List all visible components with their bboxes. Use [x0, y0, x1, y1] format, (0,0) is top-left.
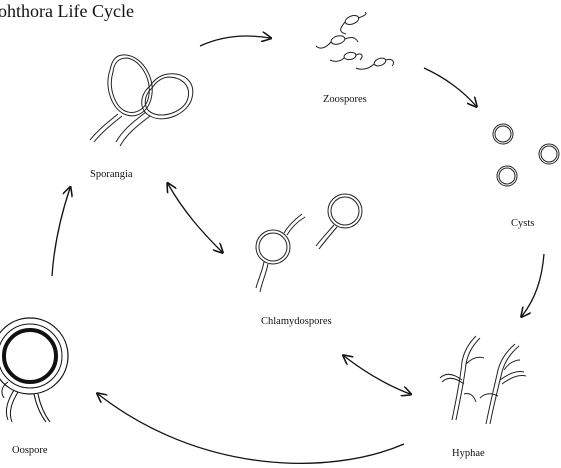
- stage-label-hyphae: Hyphae: [452, 449, 485, 460]
- zoospores-illustration: [316, 12, 394, 69]
- arrow-zoospores-to-cysts: [424, 68, 476, 106]
- cysts-illustration: [493, 124, 559, 186]
- stage-label-zoospores: Zoospores: [323, 95, 367, 106]
- chlamydospores-illustration: [256, 194, 362, 292]
- arrow-chlamydospores-hyphae: [344, 356, 410, 394]
- hyphae-illustration: [440, 336, 526, 424]
- cycle-arrows: [52, 36, 544, 463]
- arrow-hyphae-to-oospore: [98, 394, 404, 463]
- oospore-illustration: [0, 318, 68, 422]
- arrow-oospore-to-sporangia: [52, 188, 70, 276]
- stage-label-oospore: Oospore: [12, 446, 48, 457]
- arrow-sporangia-chlamydospores: [168, 184, 222, 252]
- sporangia-illustration: [90, 55, 193, 146]
- arrow-cysts-to-hyphae: [522, 254, 544, 316]
- stage-label-sporangia: Sporangia: [90, 170, 133, 181]
- stage-label-chlamydospores: Chlamydospores: [261, 317, 332, 328]
- stage-label-cysts: Cysts: [511, 219, 534, 230]
- arrow-sporangia-to-zoospores: [200, 36, 270, 46]
